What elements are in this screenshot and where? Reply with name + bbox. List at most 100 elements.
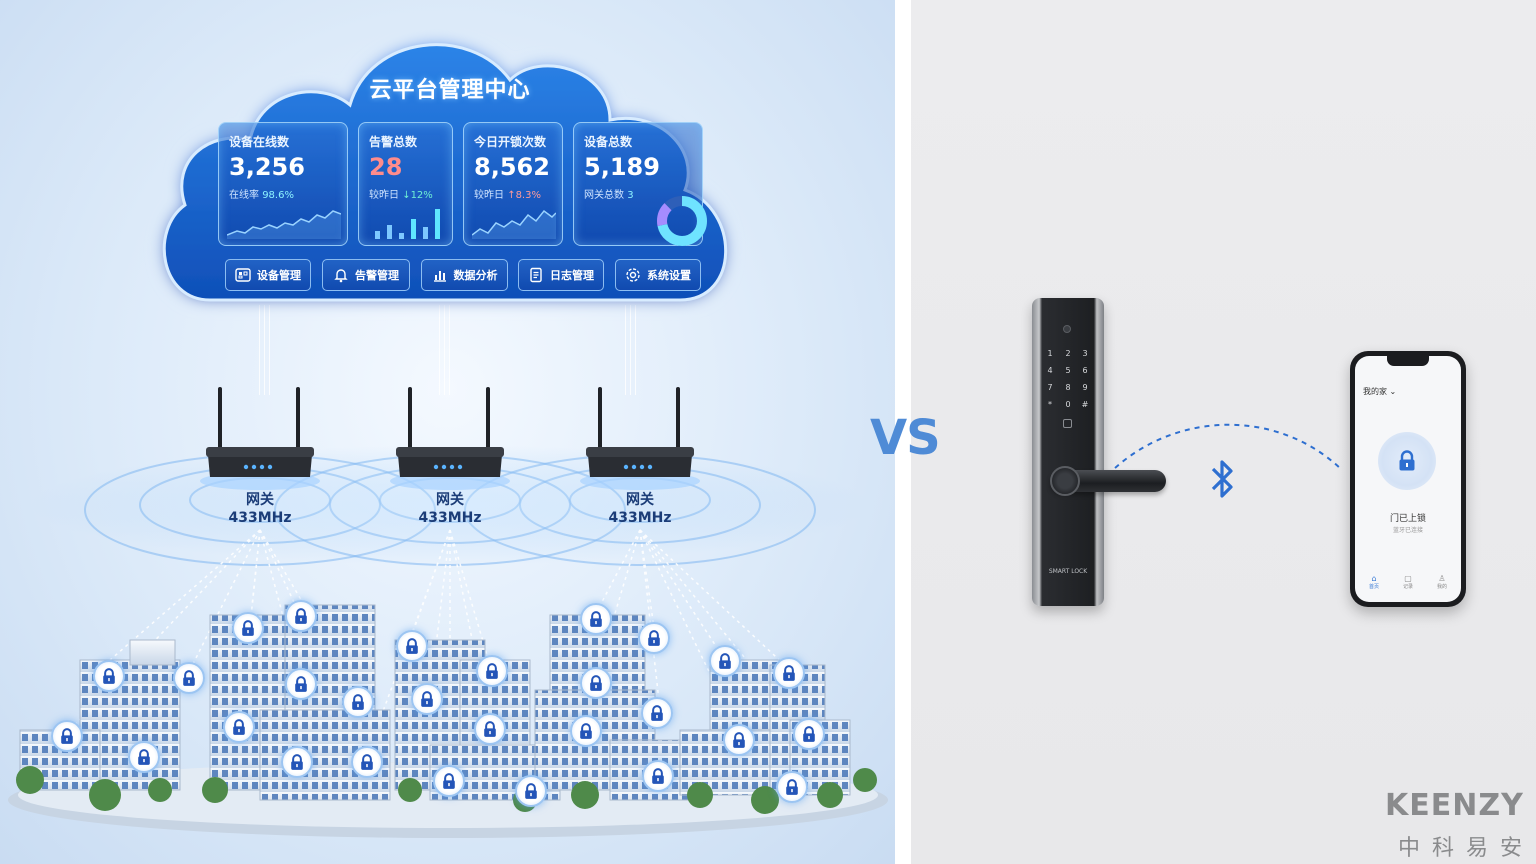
tab-label: 记录 <box>1402 584 1413 590</box>
lock-badge-icon <box>281 746 313 778</box>
stat-card-unlocks[interactable]: 今日开锁次数 8,562 较昨日 ↑8.3% <box>463 122 563 246</box>
signal-beam <box>257 305 271 395</box>
brand-logo-cn: 中科易安 <box>1398 836 1535 861</box>
keypad-key[interactable]: 5 <box>1065 366 1071 375</box>
tab-home[interactable]: ⌂ 首页 <box>1359 574 1389 590</box>
tab-label: 首页 <box>1368 584 1379 590</box>
keypad-key[interactable]: 4 <box>1047 366 1053 375</box>
lock-badge-icon <box>411 683 443 715</box>
nav-label: 系统设置 <box>647 269 691 282</box>
lock-badge-icon <box>223 711 255 743</box>
vs-label: VS <box>870 410 941 466</box>
smart-lock-label: SMART LOCK <box>1048 568 1088 575</box>
nav-system-settings-button[interactable]: 系统设置 <box>615 259 701 291</box>
gateway-label: 网关 433MHz <box>200 491 320 527</box>
keypad-key[interactable]: 0 <box>1065 400 1071 409</box>
lock-status-text: 门已上锁 <box>1389 514 1426 524</box>
home-icon: ⌂ <box>1371 574 1377 583</box>
lock-badge-icon <box>773 657 805 689</box>
nav-alert-management-button[interactable]: 告警管理 <box>322 259 410 291</box>
gateway-router <box>390 387 510 490</box>
keypad-key[interactable]: 9 <box>1082 383 1088 392</box>
lock-badge-icon <box>128 741 160 773</box>
stat-card-alerts[interactable]: 告警总数 28 较昨日 ↓12% <box>358 122 453 246</box>
sparkline <box>227 210 341 239</box>
lock-badge-icon <box>638 622 670 654</box>
gateway-label: 网关 433MHz <box>390 491 510 527</box>
stat-sub: 在线率 98.6% <box>229 190 294 201</box>
tab-profile[interactable]: ♙ 我的 <box>1427 574 1457 590</box>
lock-badge-icon <box>285 668 317 700</box>
tab-records[interactable]: ▢ 记录 <box>1393 574 1423 590</box>
nav-label: 设备管理 <box>257 269 301 282</box>
stat-card-online[interactable]: 设备在线数 3,256 在线率 98.6% <box>218 122 348 246</box>
panel-divider <box>895 0 911 864</box>
lock-badge-icon <box>793 718 825 750</box>
nav-label: 日志管理 <box>550 269 594 282</box>
keypad-key[interactable]: 1 <box>1047 349 1053 358</box>
handle-hub <box>1050 466 1080 496</box>
lock-badge-icon <box>474 713 506 745</box>
lock-badge-icon <box>285 600 317 632</box>
smart-lock-body <box>1032 298 1104 606</box>
gateway-frequency: 433MHz <box>608 510 672 526</box>
lock-badge-icon <box>580 603 612 635</box>
nav-device-management-button[interactable]: 设备管理 <box>225 259 311 291</box>
lock-badge-icon <box>342 686 374 718</box>
sparkline <box>472 209 556 239</box>
gateway-router <box>580 387 700 490</box>
bar-sparkline <box>375 209 440 239</box>
bell-icon <box>334 269 348 283</box>
lock-badge-icon <box>570 715 602 747</box>
lock-badge-icon <box>51 720 83 752</box>
padlock-icon <box>1399 450 1415 471</box>
user-icon: ♙ <box>1438 574 1446 583</box>
gear-icon <box>626 268 640 282</box>
gateway-frequency: 433MHz <box>418 510 482 526</box>
stat-label: 今日开锁次数 <box>474 135 547 149</box>
lock-badge-icon <box>396 630 428 662</box>
signal-beam <box>437 305 451 395</box>
cloud-platform-illustration: 云平台管理中心 设备在线数 3,256 在线率 98.6% 告警总数 28 较昨… <box>0 0 895 864</box>
cloud-title: 云平台管理中心 <box>369 78 531 103</box>
keypad-key[interactable]: 6 <box>1082 366 1088 375</box>
home-selector[interactable]: 我的家 ⌄ <box>1363 387 1397 396</box>
keypad-key[interactable]: 7 <box>1047 383 1053 392</box>
donut-chart <box>657 196 707 246</box>
nav-log-management-button[interactable]: 日志管理 <box>518 259 604 291</box>
stat-sub: 网关总数 3 <box>584 190 634 201</box>
gateway-router <box>200 387 320 490</box>
stat-value: 8,562 <box>474 153 550 181</box>
signal-beam <box>623 305 637 395</box>
lock-badge-icon <box>515 775 547 807</box>
lock-badge-icon <box>93 660 125 692</box>
keypad-key[interactable]: 2 <box>1065 349 1071 358</box>
bluetooth-icon <box>1211 460 1233 498</box>
stat-sub: 较昨日 ↑8.3% <box>474 190 541 201</box>
tab-label: 我的 <box>1436 584 1447 590</box>
lock-badge-icon <box>642 760 674 792</box>
phone-notch <box>1387 356 1429 366</box>
lock-badge-icon <box>641 697 673 729</box>
lock-badge-icon <box>476 655 508 687</box>
keypad-key[interactable]: 3 <box>1082 349 1088 358</box>
keypad-key[interactable]: * <box>1048 400 1052 409</box>
lock-badge-icon <box>776 771 808 803</box>
nav-label: 告警管理 <box>355 269 399 282</box>
stat-card-devices[interactable]: 设备总数 5,189 网关总数 3 <box>573 122 707 246</box>
lock-status-button[interactable] <box>1378 432 1436 490</box>
nav-data-analysis-button[interactable]: 数据分析 <box>421 259 508 291</box>
bluetooth-connection-arc <box>1114 423 1343 471</box>
keypad-key[interactable]: 8 <box>1065 383 1071 392</box>
stat-label: 设备总数 <box>584 135 633 149</box>
camera-icon <box>1063 419 1072 428</box>
records-icon: ▢ <box>1404 574 1412 583</box>
gateway-label: 网关 433MHz <box>580 491 700 527</box>
stat-label: 告警总数 <box>369 135 418 149</box>
stat-value: 28 <box>369 153 403 181</box>
chart-icon <box>433 271 446 282</box>
lock-badge-icon <box>433 765 465 797</box>
gateway-frequency: 433MHz <box>228 510 292 526</box>
keypad-key[interactable]: # <box>1081 400 1089 409</box>
lock-badge-icon <box>709 645 741 677</box>
